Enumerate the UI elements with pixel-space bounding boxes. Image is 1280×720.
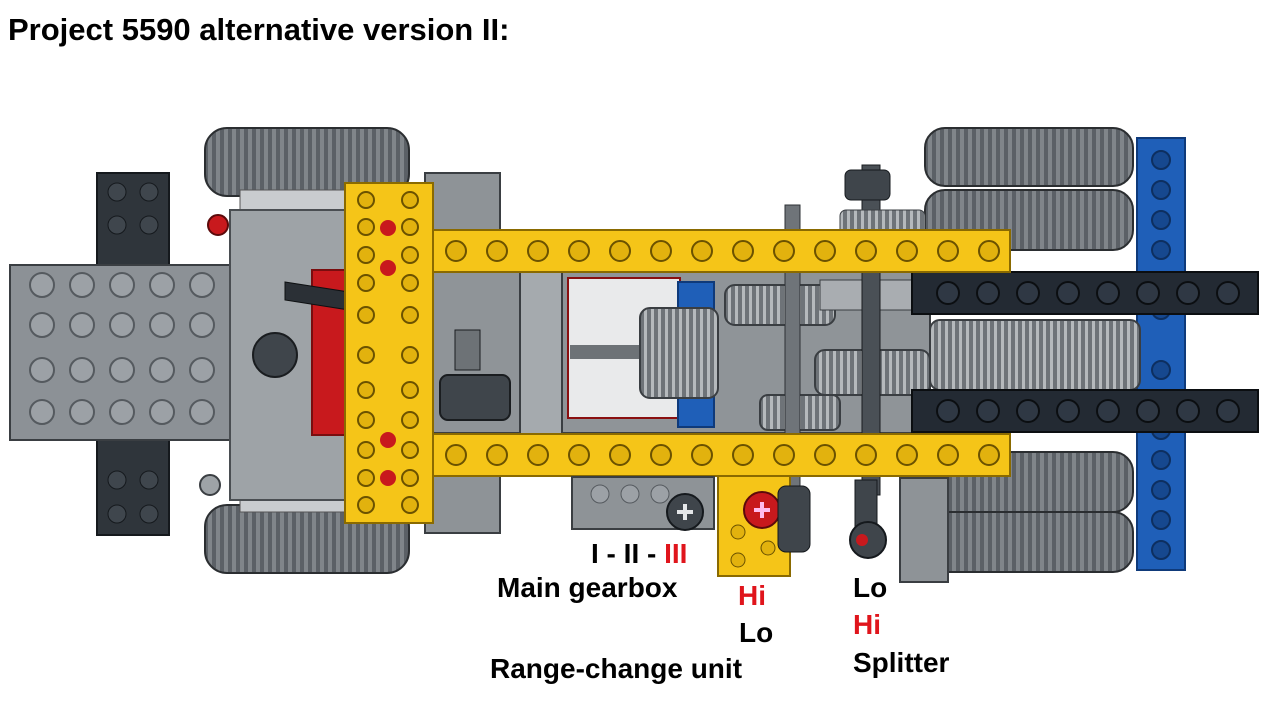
yellow-front-plate — [344, 182, 434, 524]
steering-assembly — [199, 209, 401, 501]
blue-rear-beam — [1136, 137, 1186, 571]
page-title: Project 5590 alternative version II: — [8, 12, 510, 47]
splitter-hi: Hi — [853, 609, 881, 640]
gear-iii: III — [664, 538, 688, 569]
range-change-hi: Hi — [738, 580, 766, 611]
gear-i: I — [591, 538, 599, 569]
rear-dark-beam-bottom — [911, 389, 1259, 433]
splitter-lo: Lo — [853, 572, 888, 603]
transmission-core — [429, 164, 1141, 496]
splitter-lever — [849, 477, 949, 583]
range-change-label: Range-change unit — [490, 653, 743, 684]
range-change-lever — [717, 475, 811, 577]
rear-left-wheels — [924, 127, 1134, 251]
main-gearbox-lever — [666, 493, 704, 531]
front-left-wheel — [204, 127, 410, 213]
range-change-lo: Lo — [739, 617, 774, 648]
gear-separator: - — [598, 538, 624, 569]
yellow-beam-top — [432, 229, 1011, 273]
main-gearbox-gears: I - II - III — [591, 540, 687, 568]
splitter-label: Splitter — [853, 647, 950, 678]
main-gearbox-label: Main gearbox — [497, 572, 678, 603]
gear-ii: II — [623, 538, 640, 569]
rear-dark-beam-top — [911, 271, 1259, 315]
yellow-beam-bottom — [432, 433, 1011, 477]
gear-separator: - — [639, 538, 665, 569]
